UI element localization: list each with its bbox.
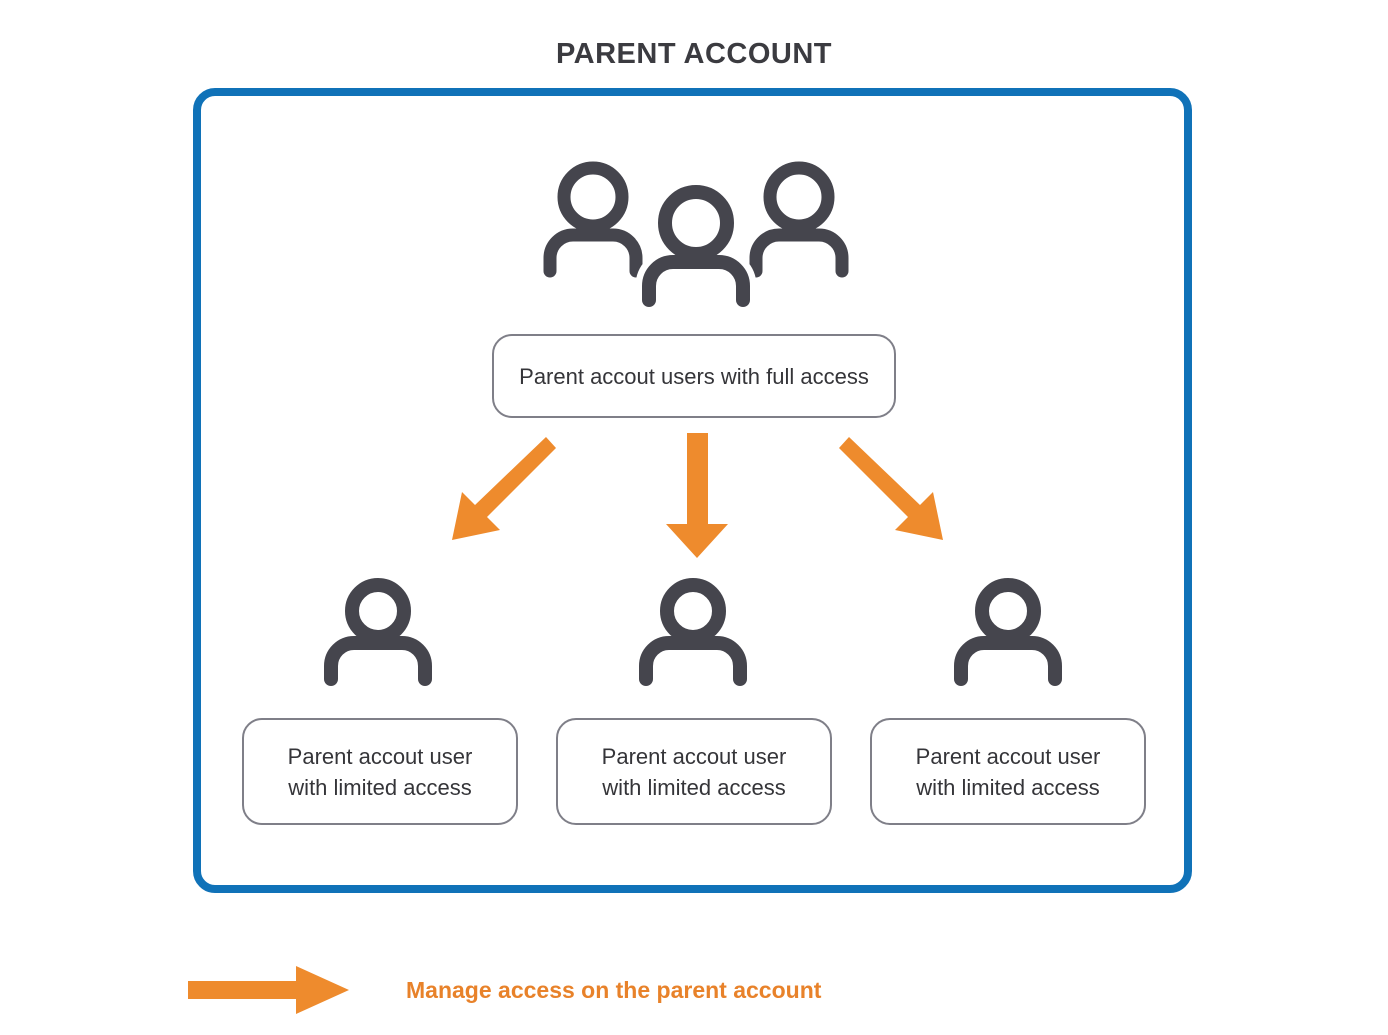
limited-access-label-box-1: Parent accout user with limited access xyxy=(242,718,518,825)
single-user-icon-center-svg xyxy=(639,578,747,686)
limited-access-label-1-line-1: Parent accout user xyxy=(287,743,473,769)
limited-access-label-3-line-1: Parent accout user xyxy=(915,743,1101,769)
group-of-three-users-icon xyxy=(536,160,856,312)
page-title: PARENT ACCOUNT xyxy=(555,38,833,70)
limited-access-label-box-3: Parent accout user with limited access xyxy=(870,718,1146,825)
single-user-icon-left xyxy=(322,578,434,686)
limited-access-label-1: Parent accout user with limited access xyxy=(288,741,473,803)
limited-access-label-2-line-2: with limited access xyxy=(602,774,786,800)
limited-access-label-3-line-2: with limited access xyxy=(916,774,1100,800)
limited-access-label-1-line-2: with limited access xyxy=(288,774,472,800)
limited-access-label-2-line-1: Parent accout user xyxy=(601,743,787,769)
legend: Manage access on the parent account xyxy=(186,962,946,1018)
full-access-label: Parent accout users with full access xyxy=(519,363,869,389)
single-user-icon-center xyxy=(637,578,749,686)
limited-access-label-3: Parent accout user with limited access xyxy=(916,741,1101,803)
limited-access-label-2: Parent accout user with limited access xyxy=(602,741,787,803)
right-arrow-icon xyxy=(188,966,349,1014)
single-user-icon-left-svg xyxy=(324,578,432,686)
limited-access-label-box-2: Parent accout user with limited access xyxy=(556,718,832,825)
single-user-icon-right-svg xyxy=(954,578,1062,686)
group-of-three-users-icon-svg xyxy=(543,161,849,312)
legend-label: Manage access on the parent account xyxy=(406,976,822,1003)
single-user-icon-right xyxy=(952,578,1064,686)
full-access-label-box: Parent accout users with full access xyxy=(492,334,896,418)
